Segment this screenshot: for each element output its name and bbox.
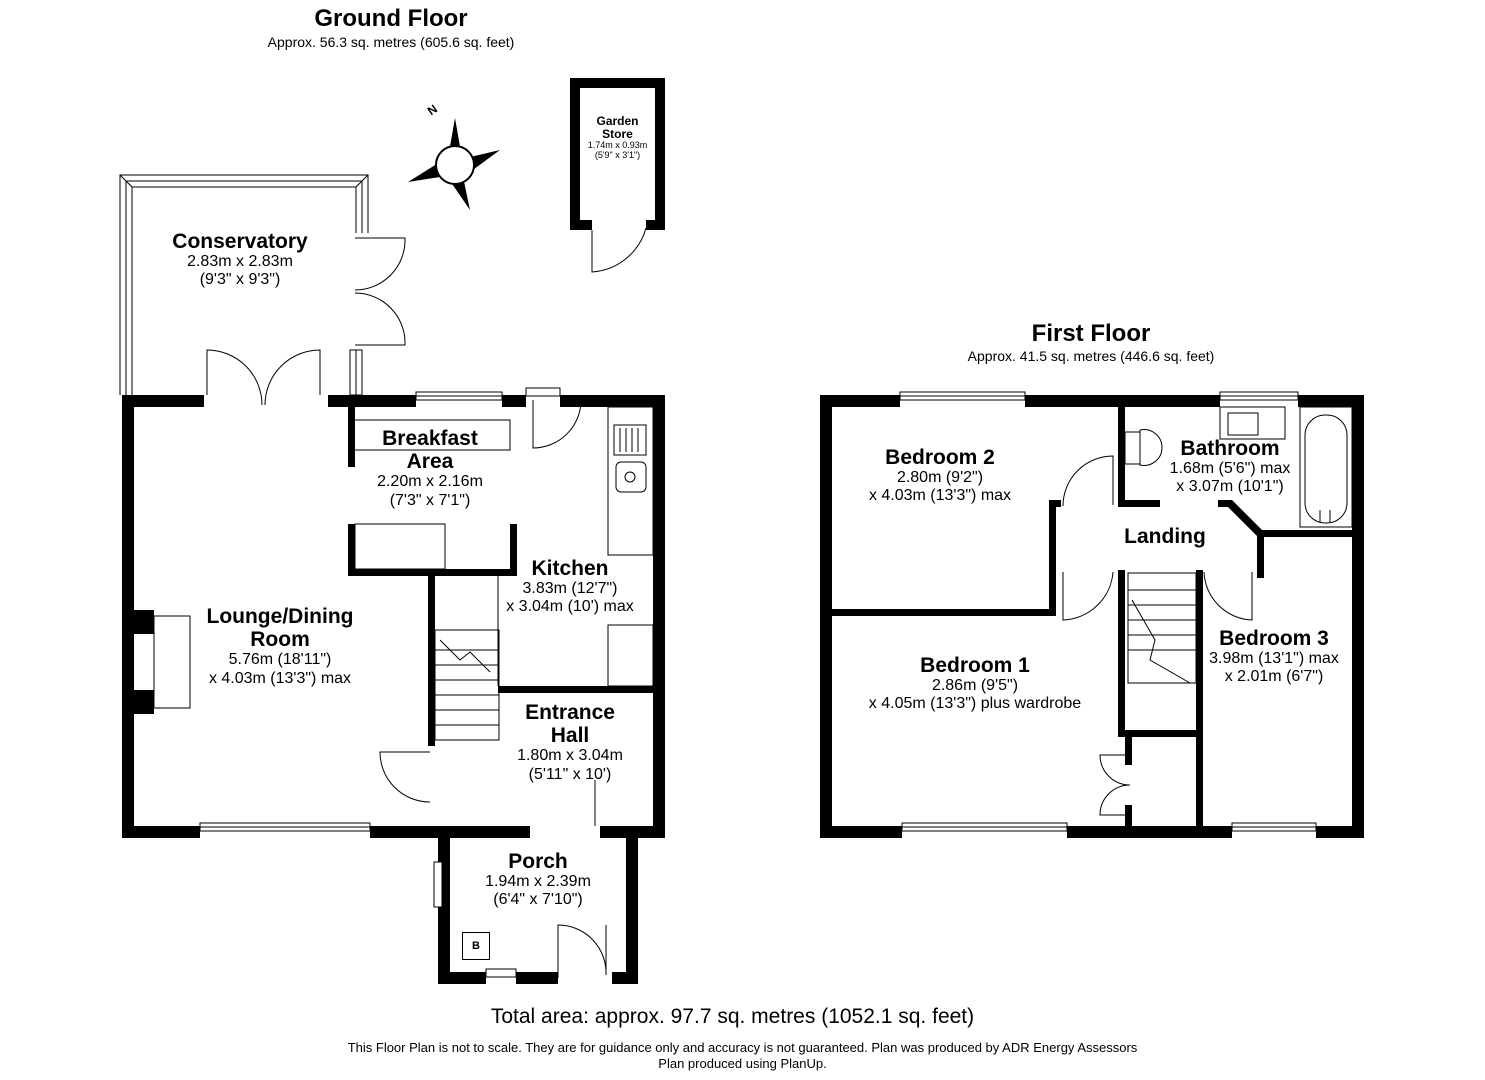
room-dimension-imperial: x 3.07m (10'1"): [1176, 478, 1284, 496]
room-garden-store: Garden Store 1.74m x 0.93m (5'9" x 3'1"): [580, 114, 655, 161]
room-lounge-dining: Lounge/Dining Room 5.76m (18'11") x 4.03…: [175, 605, 385, 688]
ground-floor-windows: [199, 391, 517, 978]
room-name: Bedroom 3: [1219, 627, 1329, 650]
boiler-marker: B: [462, 932, 490, 960]
room-name: Conservatory: [172, 230, 308, 253]
first-floor-stairs: [1127, 572, 1197, 684]
room-dimension: 3.83m (12'7"): [522, 580, 618, 598]
room-name: Entrance: [525, 701, 615, 724]
room-bathroom: Bathroom 1.68m (5'6") max x 3.07m (10'1"…: [1150, 437, 1310, 497]
room-dimension-imperial: (6'4" x 7'10"): [493, 891, 583, 909]
room-bedroom-3: Bedroom 3 3.98m (13'1") max x 2.01m (6'7…: [1198, 627, 1350, 687]
room-name-line2: Room: [250, 628, 310, 652]
room-dimension: 3.98m (13'1") max: [1209, 650, 1339, 668]
room-dimension-imperial: x 4.03m (13'3") max: [208, 669, 352, 687]
room-dimension-imperial: x 2.01m (6'7"): [1224, 668, 1324, 686]
room-name: Breakfast: [382, 427, 478, 450]
room-dimension: 1.94m x 2.39m: [485, 873, 591, 891]
room-name: Landing: [1124, 525, 1206, 548]
room-name: Porch: [508, 850, 568, 873]
room-porch: Porch 1.94m x 2.39m (6'4" x 7'10"): [458, 850, 618, 910]
room-name: Bathroom: [1180, 437, 1280, 460]
room-kitchen: Kitchen 3.83m (12'7") x 3.04m (10') max: [490, 557, 650, 617]
room-name: Bedroom 2: [885, 446, 995, 469]
room-dimension: 2.20m x 2.16m: [377, 473, 483, 491]
room-dimension-imperial: (5'9" x 3'1"): [594, 150, 641, 161]
disclaimer-line1: This Floor Plan is not to scale. They ar…: [347, 1040, 1138, 1055]
room-dimension: 1.68m (5'6") max: [1169, 460, 1291, 478]
fireplace-hearth: [153, 615, 191, 709]
room-dimension-imperial: x 3.04m (10') max: [506, 598, 634, 616]
room-breakfast-area: Breakfast Area 2.20m x 2.16m (7'3" x 7'1…: [340, 427, 520, 510]
room-dimension: 5.76m (18'11"): [228, 651, 332, 669]
room-name: Kitchen: [531, 557, 609, 580]
room-name: Garden: [596, 114, 639, 128]
room-name: Bedroom 1: [920, 654, 1030, 677]
compass-icon: [408, 118, 500, 210]
ground-floor-walls: [122, 78, 665, 984]
room-entrance-hall: Entrance Hall 1.80m x 3.04m (5'11" x 10'…: [490, 701, 650, 784]
disclaimer-line2: Plan produced using PlanUp.: [658, 1056, 827, 1072]
ground-floor-area: Approx. 56.3 sq. metres (605.6 sq. feet): [267, 34, 515, 50]
room-dimension: 1.80m x 3.04m: [517, 747, 623, 765]
ground-floor-doors: [206, 227, 647, 978]
room-bedroom-1: Bedroom 1 2.86m (9'5") x 4.05m (13'3") p…: [840, 654, 1110, 714]
kitchen-fittings: [354, 406, 654, 687]
room-dimension-imperial: x 4.03m (13'3") max: [868, 487, 1012, 505]
conservatory-glazing: [119, 174, 369, 396]
room-dimension: 2.83m x 2.83m: [187, 253, 293, 271]
room-dimension: 1.74m x 0.93m: [587, 140, 648, 151]
first-floor-windows: [899, 391, 1317, 832]
room-landing: Landing: [1105, 525, 1225, 548]
first-floor-walls: [820, 395, 1364, 838]
first-floor-doors: [1062, 455, 1253, 816]
disclaimer: This Floor Plan is not to scale. They ar…: [0, 1040, 1485, 1073]
first-floor-area: Approx. 41.5 sq. metres (446.6 sq. feet): [967, 348, 1215, 364]
room-dimension-imperial: x 4.05m (13'3") plus wardrobe: [868, 695, 1082, 713]
room-name-line2: Store: [602, 127, 633, 142]
ground-floor-title: Ground Floor: [314, 5, 468, 32]
room-dimension: 2.80m (9'2"): [896, 469, 984, 487]
ground-floor-stairs: [434, 629, 500, 741]
room-conservatory: Conservatory 2.83m x 2.83m (9'3" x 9'3"): [140, 230, 340, 290]
first-floor-title: First Floor: [1031, 320, 1151, 347]
room-name: Lounge/Dining: [206, 605, 354, 628]
bathroom-fittings: [1124, 406, 1353, 528]
room-bedroom-2: Bedroom 2 2.80m (9'2") x 4.03m (13'3") m…: [840, 446, 1040, 506]
room-dimension: 2.86m (9'5"): [931, 677, 1019, 695]
room-name-line2: Hall: [550, 724, 590, 748]
room-name-line2: Area: [406, 450, 454, 474]
room-dimension-imperial: (9'3" x 9'3"): [199, 271, 281, 289]
room-dimension-imperial: (5'11" x 10'): [528, 765, 612, 783]
total-area: Total area: approx. 97.7 sq. metres (105…: [490, 1005, 975, 1028]
room-dimension-imperial: (7'3" x 7'1"): [389, 491, 471, 509]
